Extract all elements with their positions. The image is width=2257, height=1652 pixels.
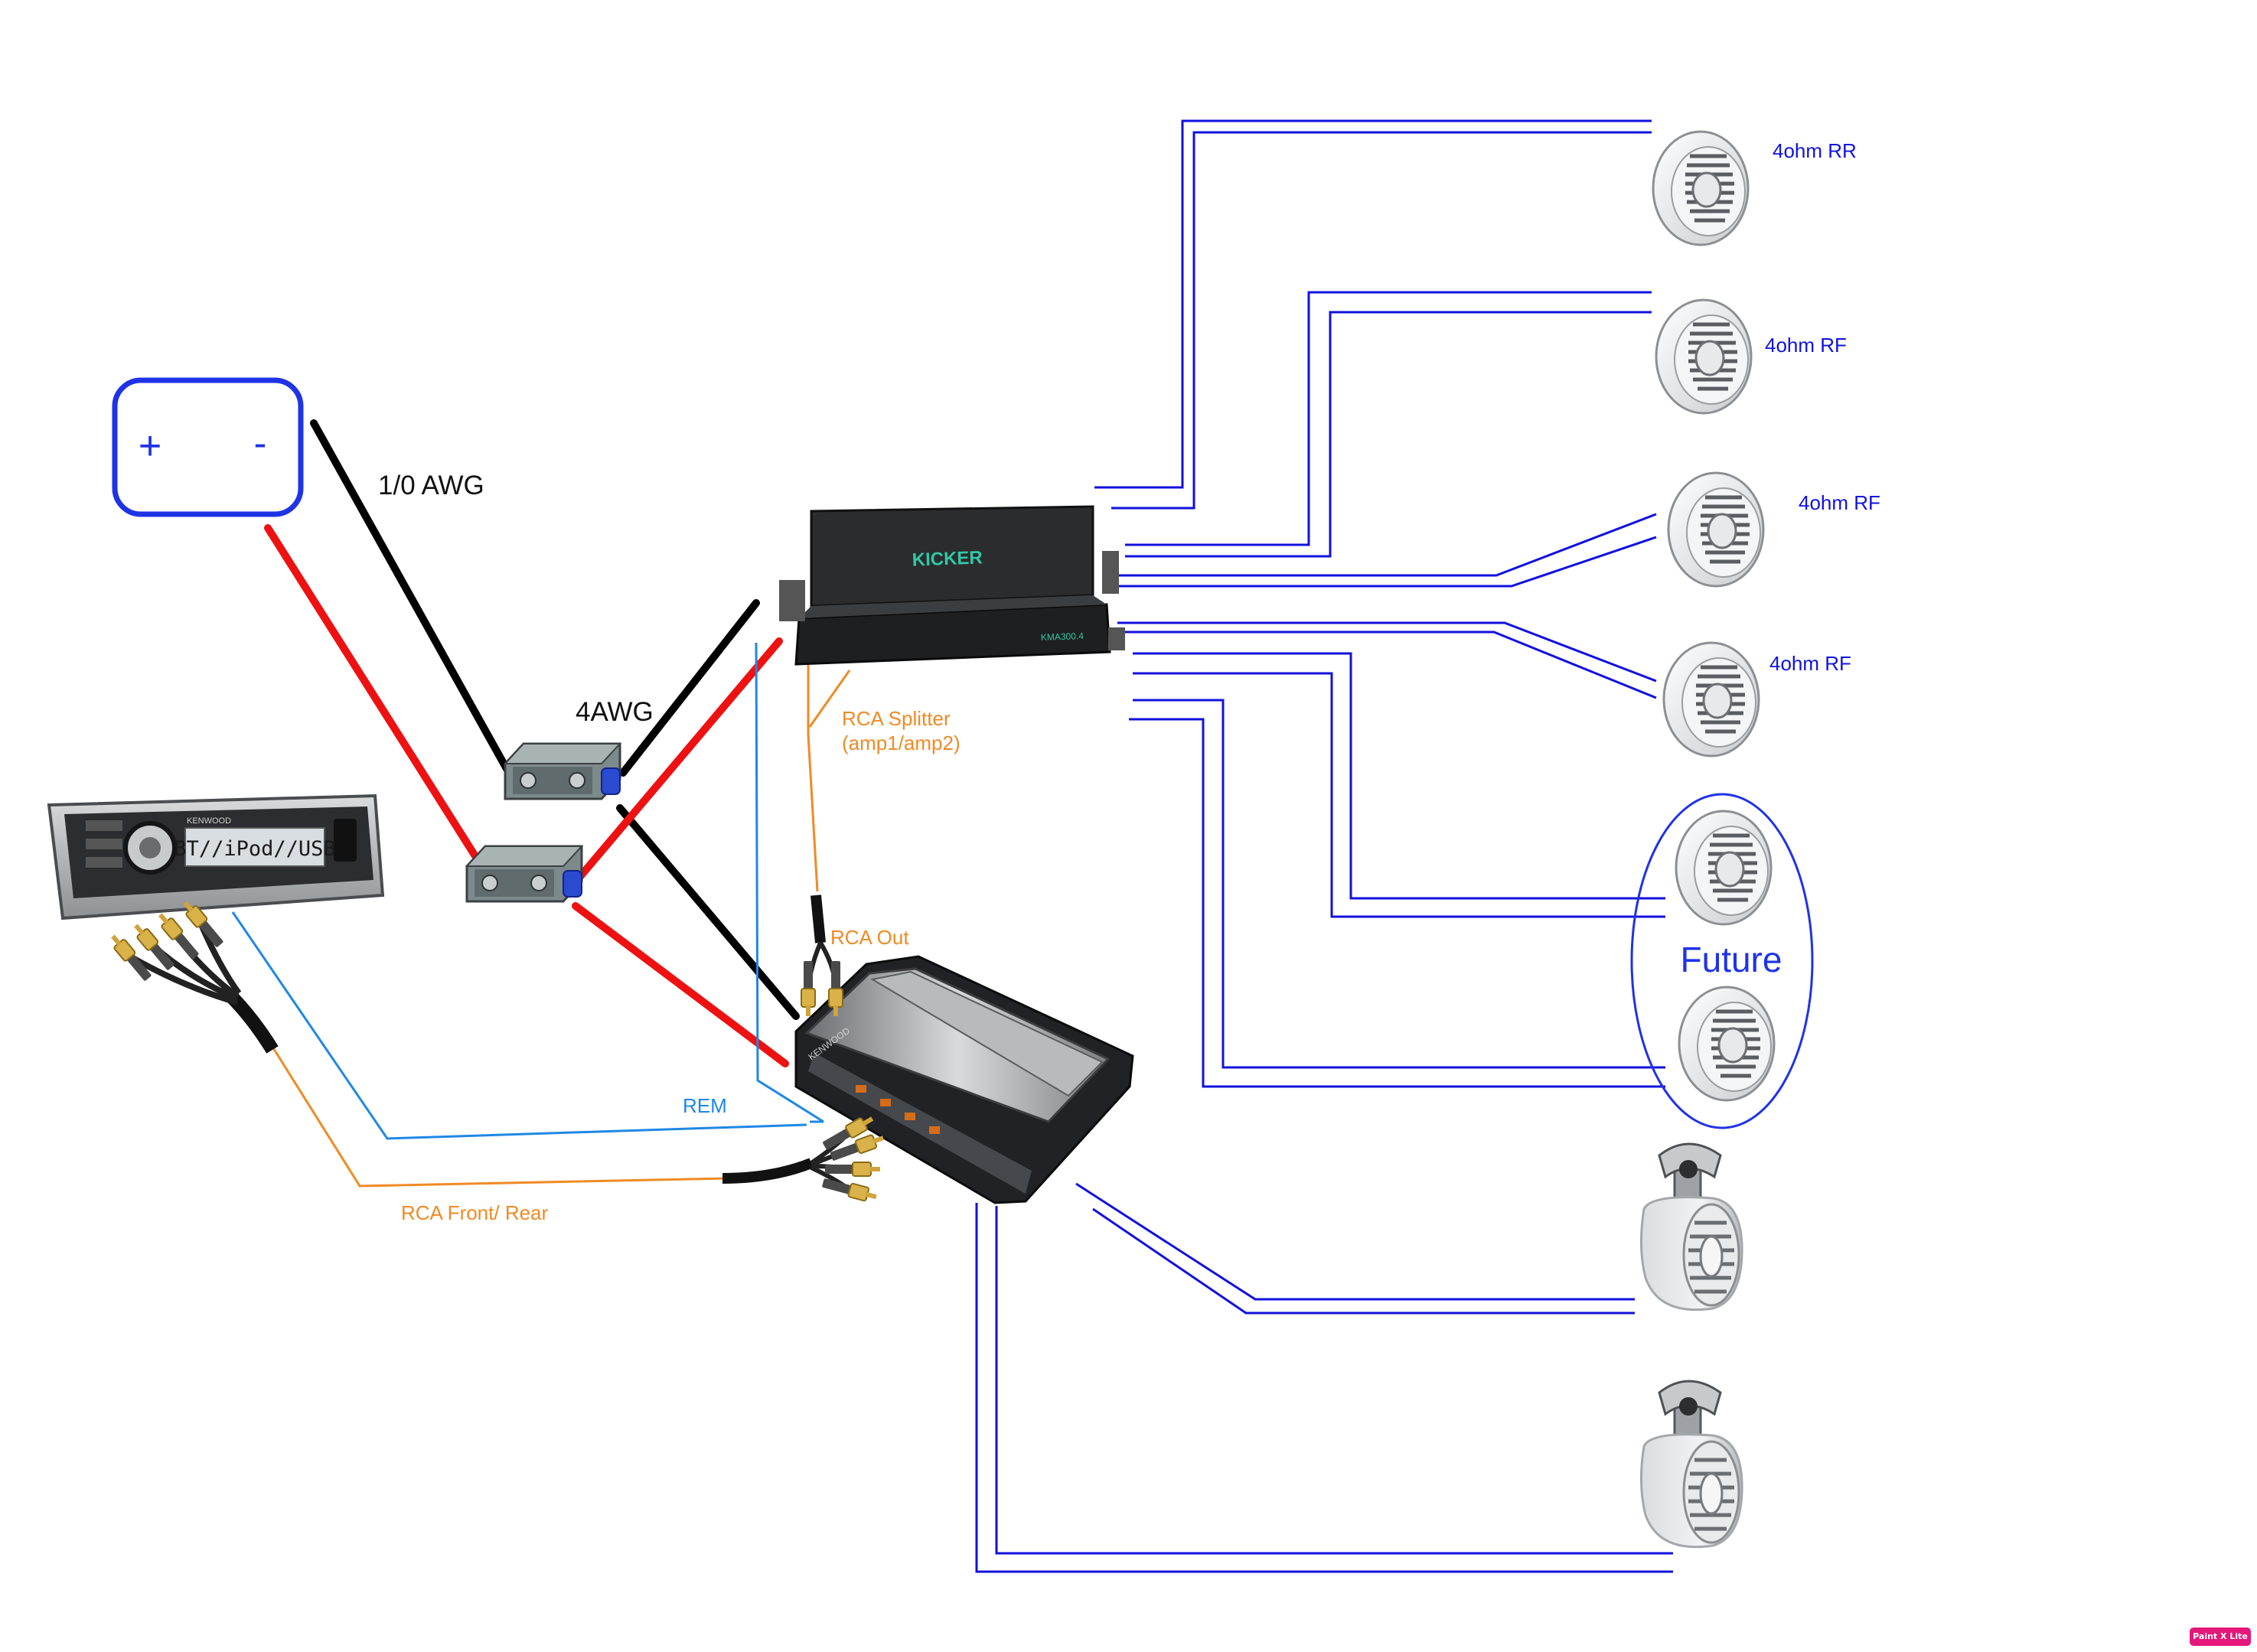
rem-wire: [231, 911, 807, 1140]
speaker-label-rf-3: 4ohm RF: [1769, 652, 1851, 675]
head-unit-rca-harness: [106, 897, 279, 1054]
speaker-label-rf-1: 4ohm RF: [1765, 334, 1847, 357]
speaker-wire: [1117, 513, 1657, 577]
speaker-wire: [1111, 131, 1652, 510]
label-amp-power-gauge: 4AWG: [576, 697, 654, 727]
speaker-future-2: [1679, 987, 1774, 1100]
rca-splitter-wire: [807, 662, 819, 892]
rca-out-plugs: [801, 894, 843, 1017]
speaker-wire: [1117, 621, 1657, 683]
speaker-wire: [1094, 119, 1652, 489]
fuse-block-negative: [504, 742, 621, 800]
speaker-wire: [1092, 1207, 1635, 1315]
head-unit-display: BT//iPod//USB: [174, 837, 335, 861]
battery: [112, 377, 304, 517]
amp2-negative-wire: [616, 804, 800, 1020]
speaker-future-1: [1676, 811, 1771, 924]
label-rem: REM: [683, 1094, 727, 1117]
battery-positive-label: +: [139, 424, 161, 468]
label-rca-splitter-detail: (amp1/amp2): [842, 732, 961, 754]
rca-splitter-leader: [808, 670, 851, 728]
speaker-wire: [1117, 536, 1657, 588]
speaker-rf-2: [1668, 473, 1763, 586]
rem-wire-amp1: [755, 642, 824, 1123]
label-rca-front-rear: RCA Front/ Rear: [401, 1201, 549, 1224]
amplifier-kicker-model: KMA300.4: [1041, 630, 1084, 643]
speaker-wire: [1125, 311, 1652, 558]
future-group-label: Future: [1681, 940, 1782, 979]
speaker-label-rr: 4ohm RR: [1773, 139, 1857, 162]
speaker-rf-1: [1656, 300, 1751, 413]
speaker-wire: [1133, 652, 1665, 900]
main-negative-wire: [310, 419, 514, 778]
tower-speaker-1: [1641, 1144, 1742, 1310]
speaker-label-rf-2: 4ohm RF: [1799, 491, 1880, 514]
speaker-wire: [995, 1206, 1673, 1555]
speaker-wire: [1129, 718, 1665, 1088]
label-rca-out: RCA Out: [830, 926, 909, 949]
speaker-wire: [975, 1203, 1673, 1573]
tower-speaker-2: [1641, 1381, 1742, 1547]
speaker-wire: [1075, 1182, 1635, 1301]
amp1-negative-wire: [619, 599, 760, 777]
speaker-wire: [1133, 699, 1665, 1069]
amplifier-kicker: [779, 505, 1125, 666]
fuse-block-positive: [465, 845, 583, 903]
paint-x-lite-badge: Paint X Lite: [2190, 1628, 2251, 1646]
amplifier-kicker-brand: KICKER: [912, 547, 983, 570]
rca-front-rear-wire: [271, 1046, 728, 1188]
future-group-outline: [1630, 793, 1814, 1129]
speaker-rf-3: [1664, 643, 1759, 756]
head-unit: [47, 793, 385, 920]
amp2-positive-wire: [572, 902, 789, 1067]
head-unit-brand: KENWOOD: [187, 816, 231, 826]
speaker-wire: [1117, 630, 1657, 699]
speaker-wire: [1133, 672, 1665, 918]
speaker-rr: [1653, 132, 1748, 245]
label-main-power-gauge: 1/0 AWG: [378, 471, 484, 500]
main-positive-wire: [264, 524, 484, 868]
label-rca-splitter: RCA Splitter: [842, 707, 951, 730]
battery-negative-label: -: [254, 422, 267, 464]
rca-input-plugs: [722, 1112, 887, 1204]
amp1-positive-wire: [575, 637, 783, 882]
amplifier-kenwood: [794, 955, 1134, 1204]
speaker-wire: [1125, 291, 1652, 546]
